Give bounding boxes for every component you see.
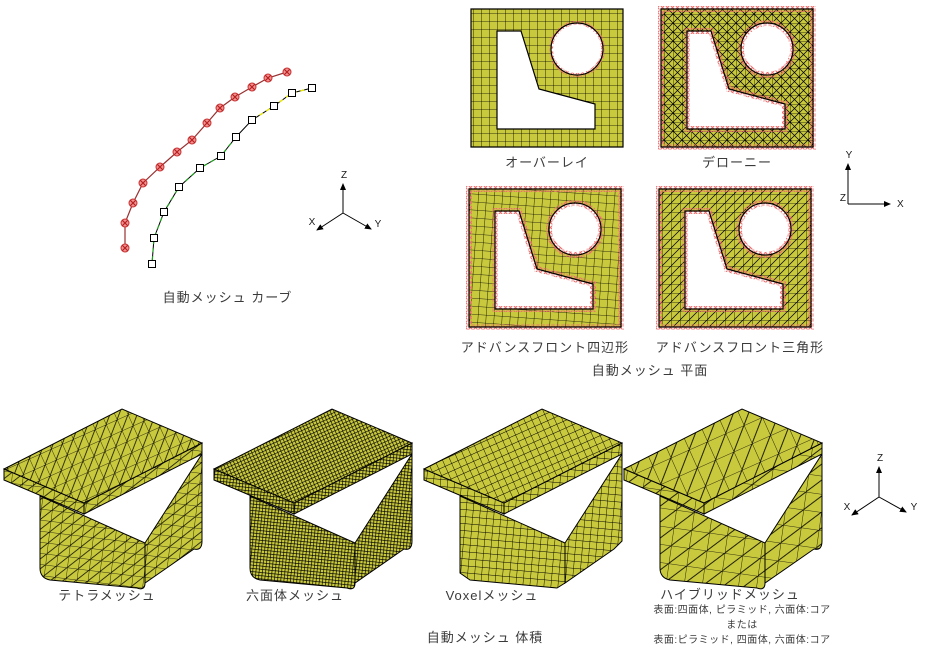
bracket-faces bbox=[2, 408, 204, 590]
axis-triad-curve: Z X Y bbox=[309, 170, 382, 231]
overlay-caption: オーバーレイ bbox=[505, 155, 589, 170]
af-tri-caption: アドバンスフロント三角形 bbox=[655, 340, 825, 355]
hexa-caption: 六面体メッシュ bbox=[245, 588, 344, 603]
af-quad-caption: アドバンスフロント四辺形 bbox=[460, 340, 630, 355]
axis-triad-plane: Y X Z bbox=[840, 150, 904, 210]
axis-z-label: Z bbox=[877, 453, 883, 464]
curve-nodes-red bbox=[120, 67, 292, 253]
axis-triad-volume: Z X Y bbox=[844, 453, 918, 516]
bracket-tetra bbox=[2, 408, 204, 590]
plate-mesh-af-quad bbox=[466, 186, 624, 330]
axis-x-label: X bbox=[844, 502, 851, 513]
axis-y-label: Y bbox=[375, 219, 382, 230]
volume-section-caption: 自動メッシュ 体積 bbox=[426, 630, 544, 645]
voxel-caption: Voxelメッシュ bbox=[445, 588, 539, 603]
bracket-faces bbox=[622, 408, 824, 590]
curve-mesh-canvas: Z X Y bbox=[120, 67, 382, 268]
panel-af-quad bbox=[466, 186, 624, 330]
bracket-faces bbox=[422, 408, 624, 589]
plane-section-caption: 自動メッシュ 平面 bbox=[591, 363, 709, 378]
bracket-faces bbox=[212, 408, 414, 590]
plate-mesh-af-tri bbox=[656, 186, 814, 330]
axis-y-label: Y bbox=[846, 150, 853, 161]
lower-curve bbox=[148, 84, 316, 268]
bracket-hexa bbox=[212, 408, 414, 590]
panel-overlay bbox=[470, 8, 624, 148]
curve-nodes-square bbox=[148, 84, 316, 268]
tetra-caption: テトラメッシュ bbox=[58, 588, 156, 603]
hybrid-note-line1: 表面:四面体, ピラミッド, 六面体:コア bbox=[653, 605, 831, 616]
bracket-voxel bbox=[422, 408, 624, 589]
bracket-hybrid bbox=[622, 408, 824, 590]
panel-delaunay bbox=[658, 6, 816, 150]
axis-x-label: X bbox=[309, 217, 316, 228]
panel-af-tri bbox=[656, 186, 814, 330]
curve-caption: 自動メッシュ カーブ bbox=[162, 290, 293, 305]
plate-mesh-delaunay bbox=[658, 6, 816, 150]
hybrid-note-line2: または bbox=[726, 620, 758, 631]
hybrid-caption: ハイブリッドメッシュ bbox=[660, 587, 800, 602]
upper-curve bbox=[120, 67, 292, 253]
plate-mesh-overlay bbox=[470, 8, 624, 148]
axis-x-label: X bbox=[897, 199, 904, 210]
hybrid-notes: 表面:四面体, ピラミッド, 六面体:コア または 表面:ピラミッド, 四面体,… bbox=[622, 603, 862, 648]
axis-y-label: Y bbox=[911, 502, 918, 513]
hybrid-note-line3: 表面:ピラミッド, 四面体, 六面体:コア bbox=[653, 635, 831, 646]
axis-z-label: Z bbox=[840, 193, 846, 204]
axis-z-label: Z bbox=[341, 170, 347, 181]
delaunay-caption: デローニー bbox=[701, 155, 772, 170]
